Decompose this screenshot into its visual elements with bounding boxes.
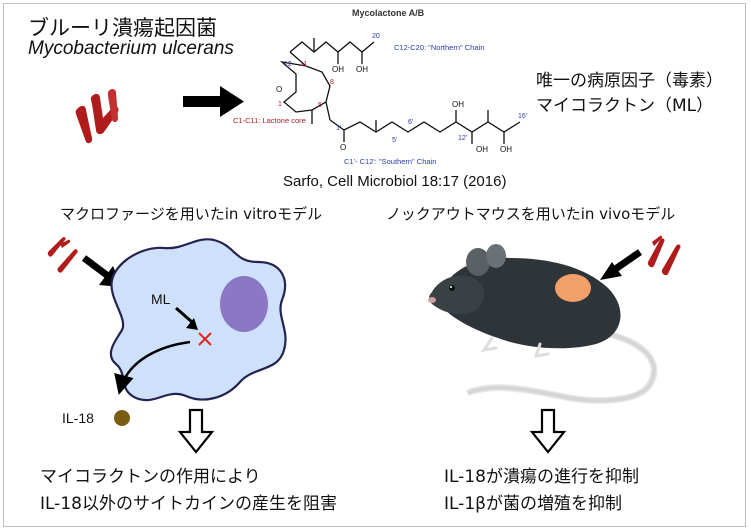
atom-label-c16p: 16' (518, 113, 527, 120)
bacterium-name-jp: ブルーリ潰瘍起因菌 (28, 16, 217, 40)
mycolactone-structure-diagram (279, 38, 521, 144)
toxin-line2: マイコラクトン（ML） (536, 96, 714, 116)
result-arrow-right-icon (529, 408, 567, 454)
bacteria-small-right-icon (647, 235, 681, 276)
northern-chain-label: C12-C20: "Northern" Chain (394, 43, 484, 52)
knockout-mouse-illustration (428, 244, 658, 404)
arrow-to-molecule-icon (183, 86, 244, 117)
macrophage-nucleus (220, 276, 268, 332)
right-result-line2: IL-1βが菌の増殖を抑制 (444, 494, 622, 514)
bacterium-name-latin: Mycobacterium ulcerans (28, 38, 234, 59)
il18-dot (114, 410, 130, 426)
ml-label: ML (151, 291, 171, 307)
molecule-title: Mycolactone A/B (352, 8, 425, 18)
atom-label-c1: 1 (278, 101, 282, 108)
in-vitro-model-title: マクロファージを用いたin vitroモデル (60, 205, 323, 223)
arrow-to-mouse-icon (600, 249, 642, 280)
hydroxyl-label-3: OH (452, 100, 464, 109)
left-result-line1: マイコラクトンの作用により (40, 467, 261, 487)
atom-label-c20: 20 (372, 33, 380, 40)
left-result-line2: IL-18以外のサイトカインの産生を阻害 (40, 494, 337, 514)
atom-label-c12: 12 (284, 61, 292, 68)
in-vivo-model-title: ノックアウトマウスを用いたin vivoモデル (386, 205, 676, 223)
result-arrow-left-icon (177, 408, 215, 454)
citation: Sarfo, Cell Microbiol 18:17 (2016) (283, 173, 507, 190)
il18-secretion-arrow (114, 340, 191, 395)
atom-label-c6p: 6' (408, 119, 413, 126)
hydroxyl-label-2: OH (356, 65, 368, 74)
atom-label-c12p: 12' (458, 135, 467, 142)
right-result-line1: IL-18が潰瘍の進行を抑制 (444, 467, 639, 487)
oxygen-label-1: O (276, 85, 282, 94)
mouse-infection-site (555, 274, 591, 302)
bacterium-large-icon (75, 89, 119, 144)
hydroxyl-label-5: OH (500, 145, 512, 154)
lactone-core-label: C1-C11: Lactone core (233, 116, 306, 125)
inhibition-x-icon (198, 332, 212, 346)
atom-label-c5: 5 (318, 102, 322, 109)
atom-label-c5p: 5' (392, 137, 397, 144)
bacteria-small-left-icon (47, 237, 78, 273)
toxin-line1: 唯一の病原因子（毒素） (536, 71, 723, 91)
atom-label-c8: 8 (330, 79, 334, 86)
il18-label: IL-18 (62, 410, 94, 426)
hydroxyl-label-4: OH (476, 145, 488, 154)
hydroxyl-label-1: OH (332, 65, 344, 74)
atom-label-c11: 11 (300, 61, 307, 68)
southern-chain-label: C1'- C12': "Southern" Chain (344, 157, 436, 166)
ml-arrow-icon (175, 306, 198, 330)
oxygen-label-2: O (340, 143, 346, 152)
atom-label-c1p: 1' (336, 125, 341, 132)
